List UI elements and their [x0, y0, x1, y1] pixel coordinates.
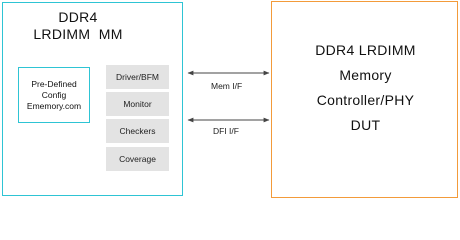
config-line: Config — [41, 89, 67, 100]
dut-box: DDR4 LRDIMM Memory Controller/PHY DUT — [271, 1, 458, 198]
vip-title-line: LRDIMM MM — [33, 26, 123, 42]
dut-line: DUT — [350, 117, 381, 133]
driver-bfm-block: Driver/BFM — [106, 65, 169, 89]
dut-line: Memory — [339, 67, 392, 83]
component-label: Driver/BFM — [116, 72, 159, 82]
dut-line: Controller/PHY — [316, 92, 415, 108]
vip-title: DDR4 LRDIMM MM — [3, 9, 153, 43]
checkers-block: Checkers — [106, 119, 169, 143]
component-label: Checkers — [119, 126, 156, 136]
predefined-config-box: Pre-Defined Config Ememory.com — [18, 67, 90, 123]
vip-memory-model-box: DDR4 LRDIMM MM Pre-Defined Config Ememor… — [2, 2, 183, 196]
monitor-block: Monitor — [106, 92, 169, 116]
vip-title-line: DDR4 — [58, 9, 98, 25]
mem-if-label: Mem I/F — [211, 81, 243, 91]
coverage-block: Coverage — [106, 147, 169, 171]
dut-line: DDR4 LRDIMM — [315, 42, 416, 58]
config-line: Pre-Defined — [31, 78, 77, 89]
dfi-if-label: DFI I/F — [213, 126, 239, 136]
interface-arrows — [187, 70, 270, 123]
component-label: Coverage — [119, 154, 156, 164]
dut-label: DDR4 LRDIMM Memory Controller/PHY DUT — [272, 38, 459, 138]
config-line: Ememory.com — [26, 100, 82, 111]
component-label: Monitor — [123, 99, 152, 109]
